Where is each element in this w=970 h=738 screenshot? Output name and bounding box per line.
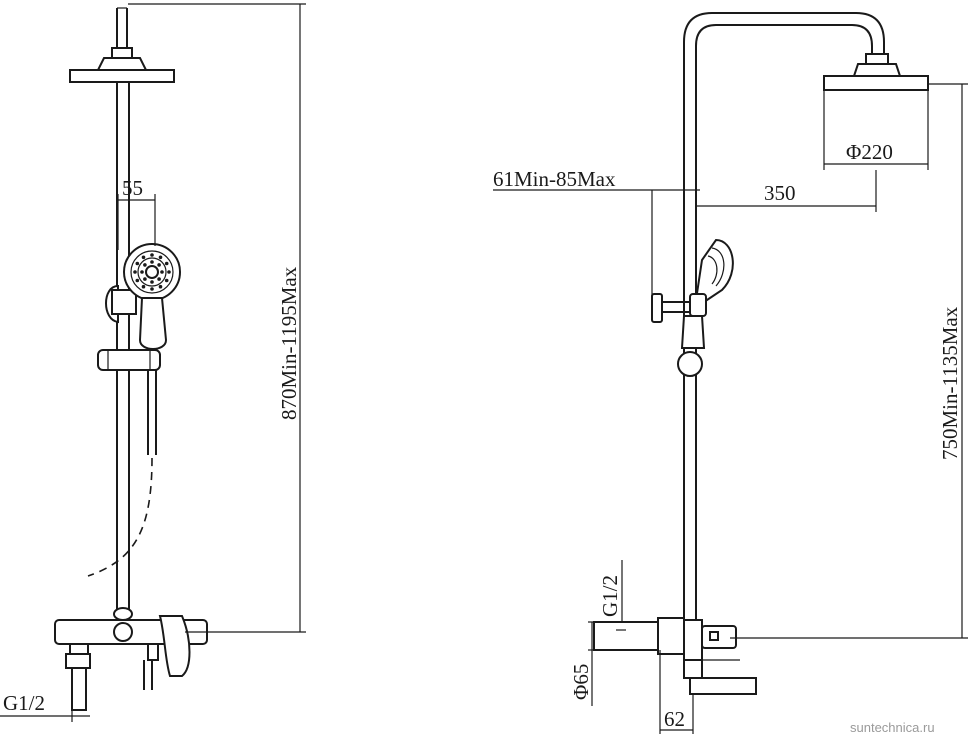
- nozzle-dot: [164, 278, 169, 283]
- side-dim-height-label: 750Min-1135Max: [938, 306, 962, 460]
- nozzle-dot: [150, 260, 154, 264]
- side-dim-inlet-label: G1/2: [598, 575, 622, 617]
- front-dim-bar-spacing: 55: [117, 176, 156, 250]
- nozzle-dot: [157, 263, 161, 267]
- side-dim-inlet: G1/2: [598, 560, 626, 631]
- side-riser-and-arm: [683, 12, 885, 620]
- side-wall-bracket: [651, 293, 690, 323]
- nozzle-dot: [133, 270, 137, 274]
- side-dim-spout: 62: [659, 650, 694, 734]
- front-dim-inlet: G1/2: [0, 691, 90, 722]
- nozzle-dot: [158, 284, 163, 289]
- nozzle-dot: [164, 261, 169, 266]
- side-rain-shower-head: [823, 53, 929, 170]
- nozzle-dot: [150, 253, 154, 257]
- front-slide-bar: [113, 82, 133, 621]
- front-view: 55 870Min-1195Max G1/2: [0, 3, 306, 722]
- side-dim-mixer-diameter-label: Φ65: [569, 664, 593, 700]
- nozzle-dot: [141, 284, 146, 289]
- side-dim-head-diameter: Φ220: [846, 140, 893, 164]
- nozzle-dot: [160, 270, 164, 274]
- front-dim-bar-spacing-label: 55: [122, 176, 143, 200]
- front-holder-bracket: [105, 284, 137, 324]
- nozzle-dot: [150, 287, 154, 291]
- nozzle-dot: [141, 255, 146, 260]
- front-inlet-connector: [65, 643, 91, 711]
- side-dim-bracket: 61Min-85Max: [493, 167, 700, 296]
- side-dim-reach-label: 350: [764, 181, 796, 205]
- nozzle-dot: [157, 277, 161, 281]
- nozzle-dot: [143, 263, 147, 267]
- side-dim-reach: 350: [696, 170, 877, 212]
- nozzle-dot: [143, 277, 147, 281]
- nozzle-dot: [135, 261, 140, 266]
- front-dim-height: 870Min-1195Max: [128, 3, 306, 633]
- nozzle-dot: [158, 255, 163, 260]
- front-sliding-clamp: [97, 349, 161, 371]
- side-dim-bracket-label: 61Min-85Max: [493, 167, 616, 191]
- nozzle-dot: [150, 280, 154, 284]
- side-dim-height: 750Min-1135Max: [730, 83, 968, 639]
- front-dim-height-label: 870Min-1195Max: [277, 266, 301, 420]
- side-view: 61Min-85Max 350 Φ220 750Min-1135Max G1/2: [493, 12, 968, 734]
- nozzle-dot: [135, 278, 140, 283]
- side-hand-shower: [680, 238, 734, 349]
- nozzle-dot: [140, 270, 144, 274]
- front-rain-shower-head: [69, 47, 175, 83]
- side-dim-spout-label: 62: [664, 707, 685, 731]
- hand-shower-nozzles: [133, 253, 171, 291]
- side-dim-head-diameter-label: Φ220: [846, 140, 893, 164]
- nozzle-dot: [167, 270, 171, 274]
- side-mixer-body: [593, 617, 757, 695]
- front-dim-inlet-label: G1/2: [3, 691, 45, 715]
- front-riser-pipe: [116, 7, 128, 48]
- watermark: suntechnica.ru: [850, 720, 935, 735]
- front-hand-shower: [123, 243, 181, 350]
- side-slide-knob: [677, 351, 703, 377]
- side-dim-mixer-diameter: Φ65: [569, 621, 598, 706]
- front-mixer-body: [54, 615, 208, 690]
- front-shower-hose: [87, 370, 157, 577]
